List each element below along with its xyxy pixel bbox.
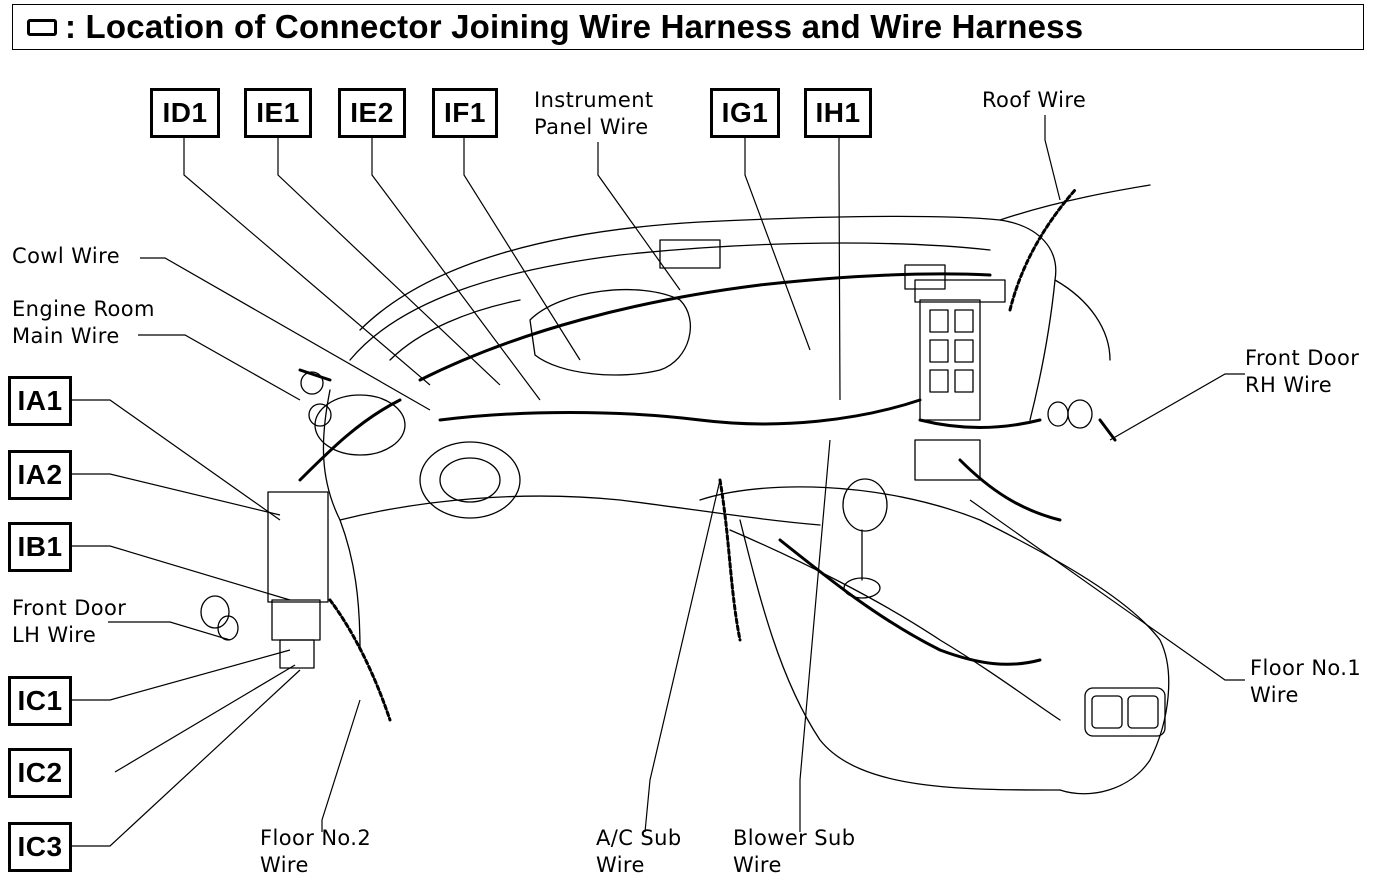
page-title: : Location of Connector Joining Wire Har… (65, 8, 1084, 45)
connector-code-ih1: IH1 (804, 88, 872, 138)
label-engine-room-main-wire: Engine Room Main Wire (12, 297, 155, 348)
label-roof-wire: Roof Wire (982, 88, 1087, 112)
connector-code-id1: ID1 (150, 88, 220, 138)
connector-code-ic2: IC2 (8, 748, 72, 798)
connector-code-ic1: IC1 (8, 676, 72, 726)
connector-code-ia2: IA2 (8, 450, 72, 500)
connector-code-ia1: IA1 (8, 376, 72, 426)
label-blower-sub-wire: Blower Sub Wire (733, 826, 856, 877)
connector-code-if1: IF1 (432, 88, 498, 138)
label-cowl-wire: Cowl Wire (12, 244, 121, 268)
label-instrument-panel-wire: Instrument Panel Wire (534, 88, 654, 139)
label-floor-no1-wire: Floor No.1 Wire (1250, 656, 1362, 707)
label-floor-no2-wire: Floor No.2 Wire (260, 826, 372, 877)
label-front-door-rh-wire: Front Door RH Wire (1245, 346, 1360, 397)
title-bar: : Location of Connector Joining Wire Har… (12, 4, 1364, 50)
connector-code-ic3: IC3 (8, 822, 72, 872)
connector-code-ie2: IE2 (338, 88, 406, 138)
connector-code-ie1: IE1 (244, 88, 312, 138)
label-front-door-lh-wire: Front Door LH Wire (12, 596, 127, 647)
connector-code-ib1: IB1 (8, 522, 72, 572)
label-ac-sub-wire: A/C Sub Wire (596, 826, 682, 877)
connector-box-icon (27, 18, 57, 36)
connector-code-ig1: IG1 (710, 88, 780, 138)
